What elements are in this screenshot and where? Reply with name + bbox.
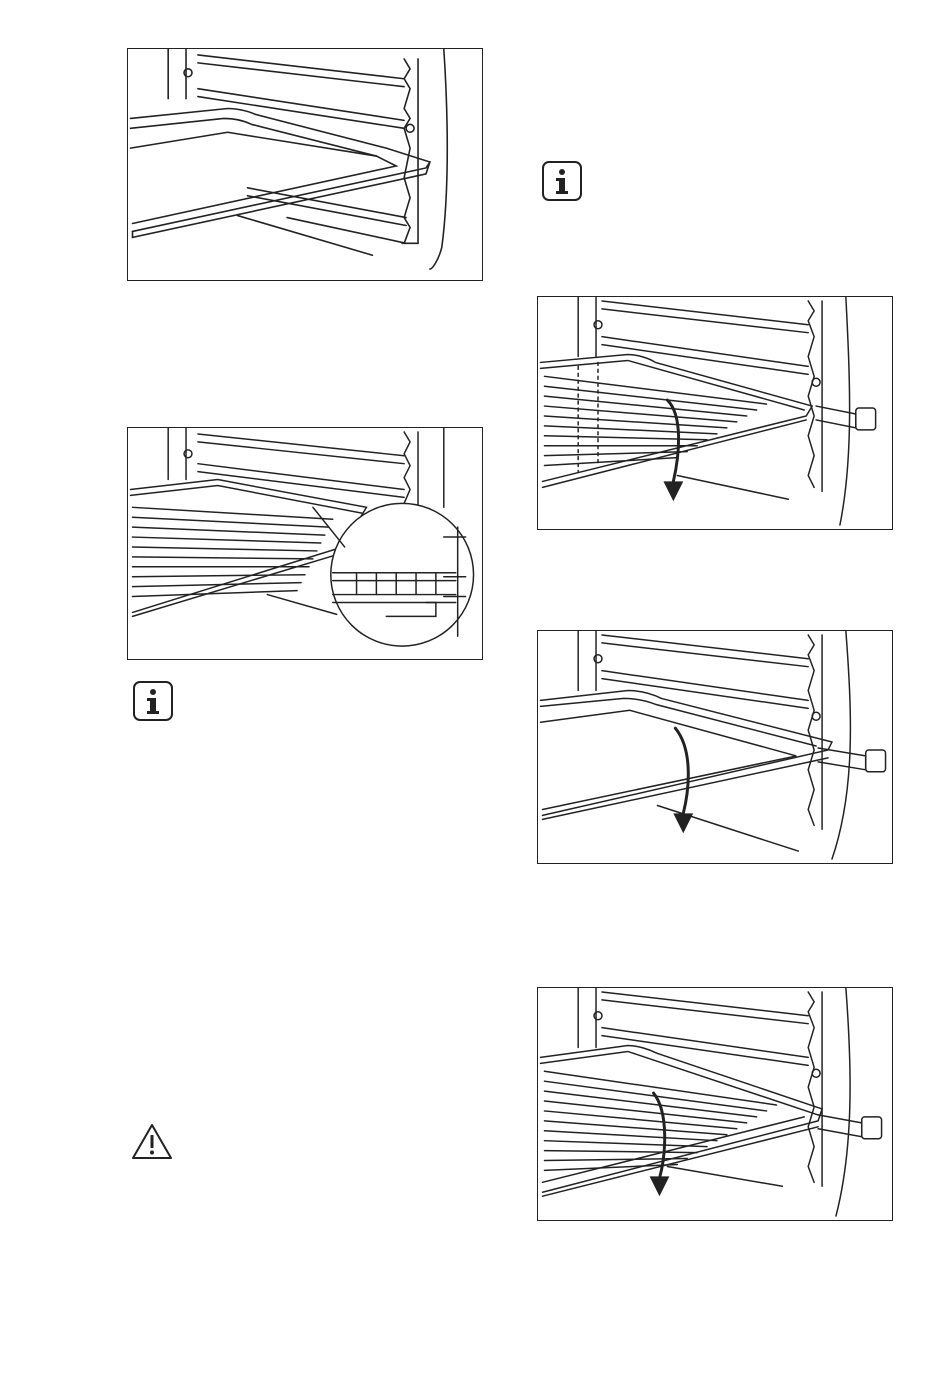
figure-tray-on-shelf-supports — [127, 48, 483, 281]
figure-wire-shelf-detail — [127, 427, 483, 660]
oven-wire-shelf-runner-illustration — [538, 297, 892, 529]
figure-tray-telescopic — [537, 630, 893, 864]
info-icon — [133, 681, 173, 721]
warning-icon — [130, 1122, 174, 1162]
oven-wire-shelf-illustration — [128, 428, 482, 659]
figure-shelf-tray-telescopic — [537, 987, 893, 1221]
figure-wire-shelf-telescopic — [537, 296, 893, 530]
oven-tray-runner-illustration — [538, 631, 892, 863]
info-icon — [542, 161, 582, 201]
oven-tray-illustration — [128, 49, 482, 280]
oven-shelf-tray-runner-illustration — [538, 988, 892, 1220]
